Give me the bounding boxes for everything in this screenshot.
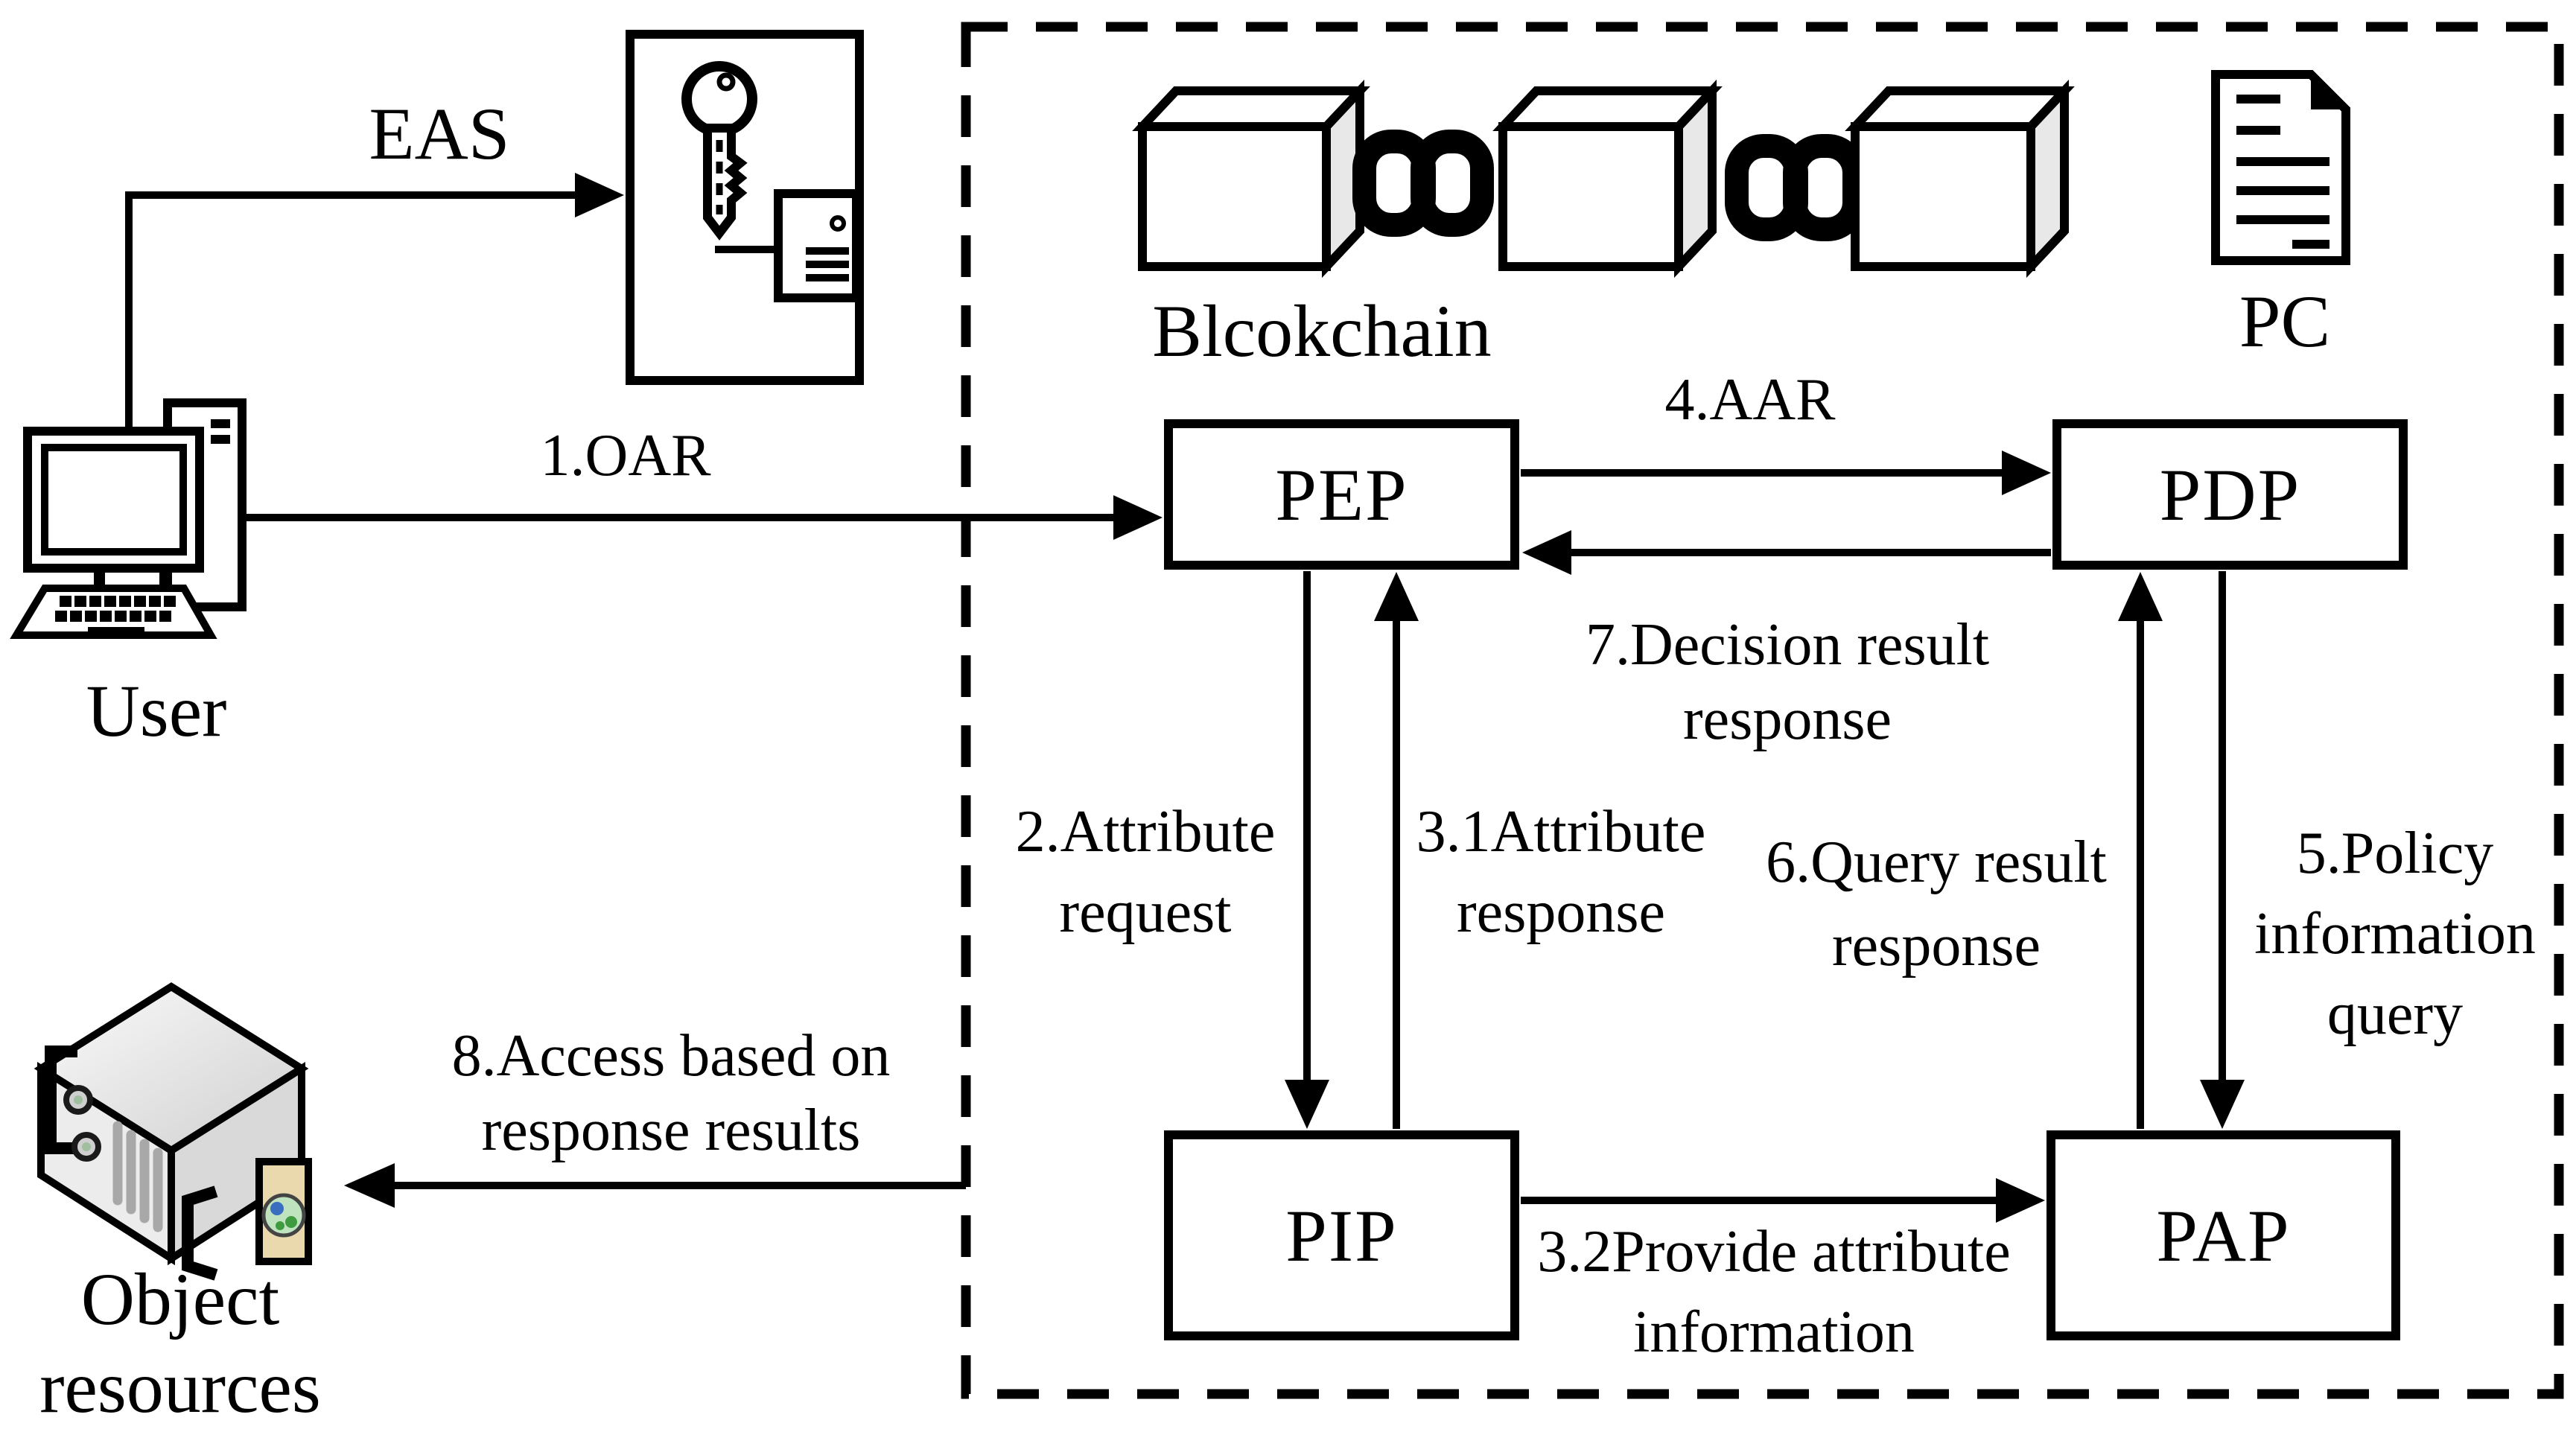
arrow-1-oar xyxy=(246,495,1163,540)
arrow-2-attribute-request xyxy=(1285,571,1329,1129)
pdp-label: PDP xyxy=(2159,453,2301,536)
arrow-7-decision-result-response xyxy=(1522,530,2051,575)
arrowhead-icon xyxy=(1522,530,1571,575)
arrow-32-provide-attribute-information xyxy=(1521,1178,2045,1223)
pap-label: PAP xyxy=(2156,1194,2291,1277)
pdp-box: PDP xyxy=(2052,419,2408,570)
dashed-boundary-box xyxy=(961,22,2564,1399)
user-label: User xyxy=(86,669,227,752)
arrow-5-policy-information-query xyxy=(2200,571,2245,1129)
edge-label-4-aar: 4.AAR xyxy=(1664,367,1836,433)
pc-label: PC xyxy=(2239,280,2331,363)
edge-label-1-oar: 1.OAR xyxy=(540,423,711,488)
pip-box: PIP xyxy=(1164,1130,1519,1340)
pep-label: PEP xyxy=(1275,453,1408,536)
arrowhead-icon xyxy=(2200,1080,2245,1129)
arrow-6-query-result-response xyxy=(2118,572,2163,1129)
edge-label-5-policy-information-query: 5.Policy information query xyxy=(2254,821,2536,1047)
pep-box: PEP xyxy=(1164,419,1519,570)
arrowhead-icon xyxy=(1113,495,1163,540)
edge-label-31-attribute-response: 3.1Attribute response xyxy=(1416,799,1706,945)
edge-label-7-decision-result-response: 7.Decision result response xyxy=(1585,612,1990,752)
edge-label-2-attribute-request: 2.Attribute request xyxy=(1015,799,1276,945)
eas-box xyxy=(626,30,864,385)
edge-label-6-query-result-response: 6.Query result response xyxy=(1766,830,2107,978)
arrow-31-attribute-response xyxy=(1374,572,1419,1129)
arrowhead-icon xyxy=(2002,451,2051,495)
arrowhead-icon xyxy=(1996,1178,2045,1223)
arrow-4-aar xyxy=(1521,451,2051,495)
pip-label: PIP xyxy=(1285,1194,1398,1277)
object-resources-label: Object resources xyxy=(39,1258,321,1428)
blockchain-label: Blcokchain xyxy=(1152,290,1492,372)
arrowhead-icon xyxy=(1374,572,1419,621)
edge-label-32-provide-attribute-information: 3.2Provide attribute information xyxy=(1537,1219,2011,1365)
edge-label-8-access-based-on-response: 8.Access based on response results xyxy=(451,1023,891,1163)
eas-label: EAS xyxy=(369,92,510,175)
arrowhead-icon xyxy=(344,1163,395,1208)
arrow-user-to-eas xyxy=(125,173,624,436)
arrowhead-icon xyxy=(2118,572,2163,621)
arrow-8-access-based-on-response xyxy=(344,1163,966,1208)
pap-box: PAP xyxy=(2047,1130,2400,1340)
arrowhead-icon xyxy=(575,173,624,217)
arrowhead-icon xyxy=(1285,1080,1329,1129)
